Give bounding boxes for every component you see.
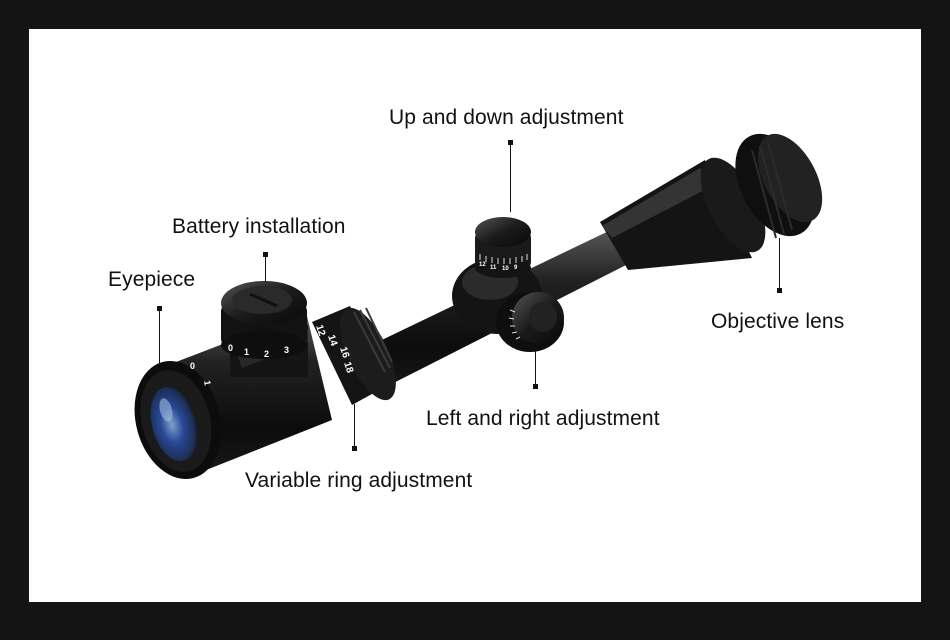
power-mark-18: 18 — [341, 361, 355, 375]
battery-mark-1: 1 — [244, 347, 249, 357]
eyepiece-lens — [134, 361, 222, 479]
elevation-turret — [475, 217, 531, 278]
objective-bell — [600, 133, 823, 270]
power-mark-12: 12 — [313, 324, 327, 338]
power-mark-16: 16 — [337, 346, 351, 360]
leader-line-eyepiece — [159, 308, 160, 363]
leader-line-variable-ring — [354, 404, 355, 448]
battery-knob — [221, 281, 307, 359]
label-up-down-adjustment: Up and down adjustment — [389, 106, 624, 129]
power-ring — [312, 306, 396, 405]
label-variable-ring-adjustment: Variable ring adjustment — [245, 469, 473, 492]
label-left-right-adjustment: Left and right adjustment — [426, 407, 660, 430]
battery-mark-3: 3 — [284, 345, 289, 355]
turret-mark-12: 12 — [479, 262, 486, 268]
eyepiece-mark-0: 0 — [190, 361, 195, 371]
leader-line-left-right — [535, 350, 536, 386]
callout-dot-objective — [777, 288, 782, 293]
turret-mark-9: 9 — [514, 265, 518, 271]
windage-turret — [496, 292, 564, 352]
label-battery-installation: Battery installation — [172, 215, 346, 238]
leader-line-up-down — [510, 142, 511, 212]
turret-mark-10: 10 — [502, 266, 509, 272]
leader-line-objective — [779, 238, 780, 290]
battery-mark-2: 2 — [264, 349, 269, 359]
turret-mark-11: 11 — [490, 265, 497, 271]
eyepiece-mark-1: 1 — [202, 380, 213, 387]
label-objective-lens: Objective lens — [711, 310, 845, 333]
callout-dot-variable-ring — [352, 446, 357, 451]
power-mark-14: 14 — [325, 334, 339, 348]
leader-line-battery — [265, 254, 266, 282]
label-eyepiece: Eyepiece — [108, 268, 196, 291]
battery-mark-0: 0 — [228, 343, 233, 353]
callout-dot-left-right — [533, 384, 538, 389]
